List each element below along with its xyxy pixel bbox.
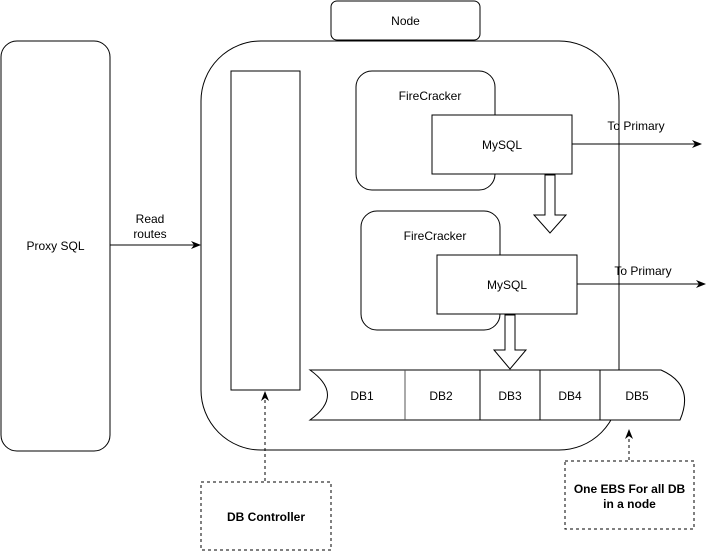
replication-arrow-icon (532, 174, 568, 234)
mysql-top-label: MySQL (482, 138, 522, 152)
to-primary-bottom-arrow[interactable]: To Primary (577, 264, 706, 288)
ebs-note-line-2: in a node (603, 497, 656, 511)
to-primary-top-arrow[interactable]: To Primary (572, 119, 702, 148)
db5-segment[interactable]: DB5 (625, 389, 649, 403)
to-primary-bottom-label: To Primary (614, 264, 671, 278)
db3-segment[interactable]: DB3 (498, 389, 522, 403)
node-label: Node (391, 14, 420, 28)
firecracker-top-label: FireCracker (399, 89, 462, 103)
db-controller-label: DB Controller (227, 510, 305, 524)
db-controller-box[interactable]: DB Controller (200, 481, 332, 551)
node-title-box[interactable]: Node (330, 0, 481, 41)
ebs-note-line-1: One EBS For all DB (574, 482, 686, 496)
read-routes-arrow[interactable]: Read routes (110, 212, 201, 249)
firecracker-bottom-label: FireCracker (404, 229, 467, 243)
read-routes-label-2: routes (133, 227, 166, 241)
mysql-top[interactable]: MySQL (431, 114, 573, 175)
read-routes-label-1: Read (136, 212, 165, 226)
db1-segment[interactable]: DB1 (350, 389, 374, 403)
node-agent-box[interactable] (230, 70, 301, 391)
proxy-sql-label: Proxy SQL (26, 239, 84, 253)
mysql-bottom[interactable]: MySQL (436, 254, 578, 315)
proxy-sql-box[interactable]: Proxy SQL (0, 40, 111, 452)
ebs-storage[interactable]: DB1 DB2 DB3 DB4 DB5 (308, 369, 686, 421)
to-primary-top-label: To Primary (607, 119, 664, 133)
ebs-note-box[interactable]: One EBS For all DB in a node (564, 460, 695, 530)
db4-segment[interactable]: DB4 (558, 389, 582, 403)
db2-segment[interactable]: DB2 (429, 389, 453, 403)
write-arrow-icon (492, 314, 528, 370)
mysql-bottom-label: MySQL (487, 278, 527, 292)
